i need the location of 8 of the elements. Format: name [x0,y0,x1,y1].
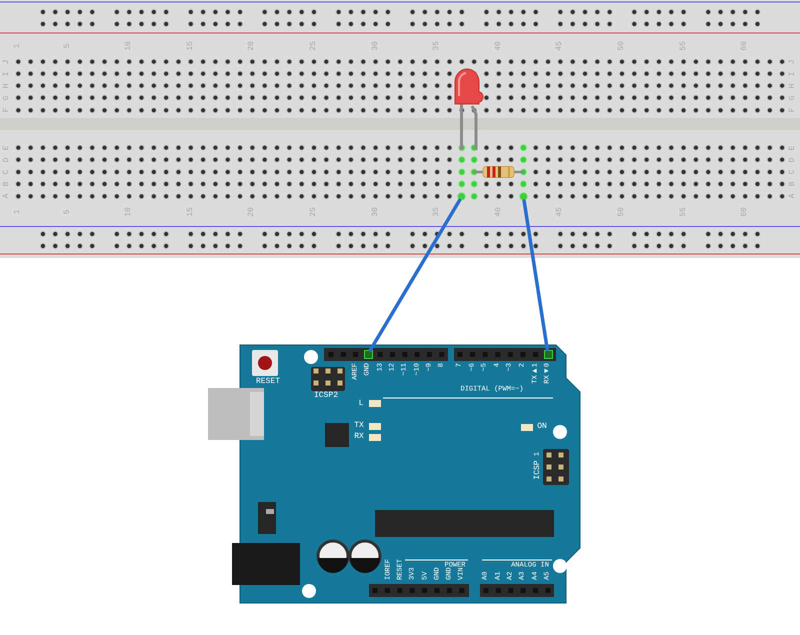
pin-label: ICSP [534,460,542,480]
jumper-wire [368,198,462,352]
board-label: RESET [256,378,280,386]
board-label: TX [354,422,364,430]
board-label: RX [354,433,364,441]
board-label: ICSP2 [314,392,338,400]
board-label: ON [537,423,547,431]
board-label: L [358,400,364,408]
